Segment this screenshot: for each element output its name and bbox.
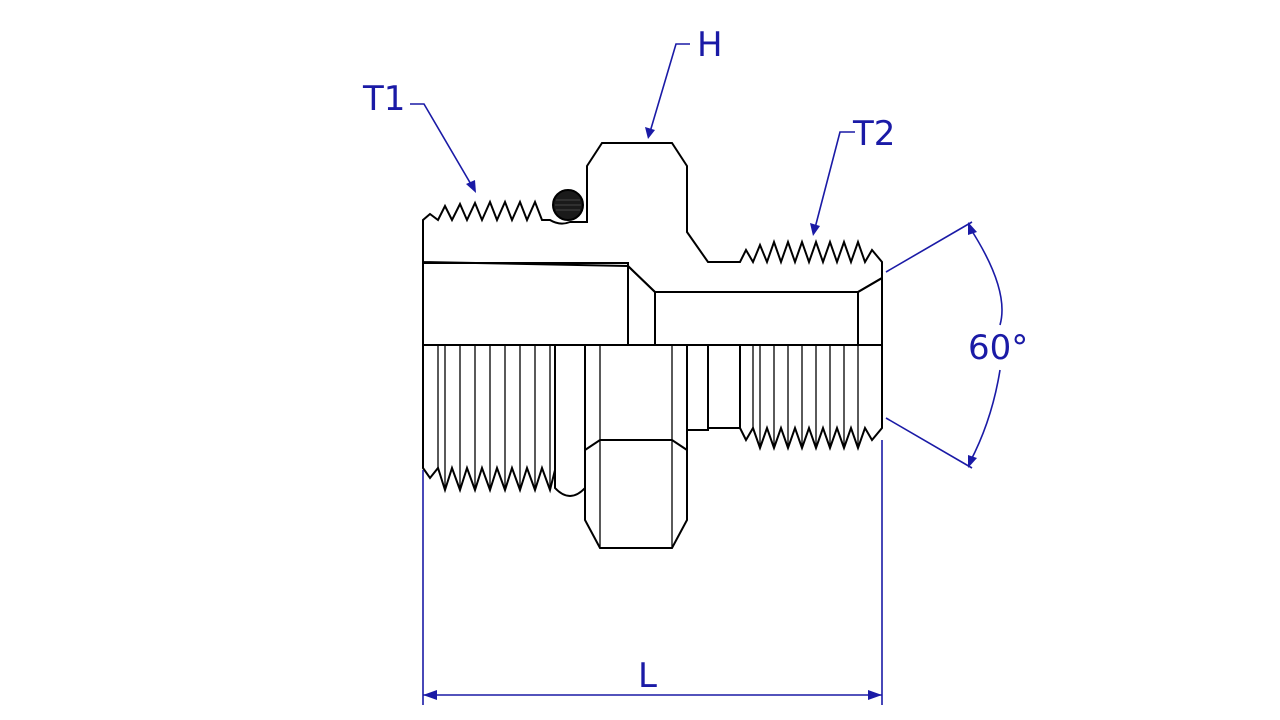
- sectioned-body: [422, 142, 883, 346]
- leader-t2: [810, 131, 855, 236]
- label-t2: T2: [852, 114, 895, 154]
- leader-t1: [410, 103, 476, 193]
- o-ring-texture: [555, 199, 581, 211]
- leader-h: [645, 43, 690, 139]
- length-dimension: [422, 440, 883, 705]
- external-view: [422, 345, 883, 549]
- label-angle: 60°: [968, 328, 1028, 368]
- label-length: L: [638, 656, 657, 696]
- angle-dimension: [885, 221, 1003, 469]
- label-h: H: [697, 25, 723, 65]
- label-t1: T1: [362, 79, 405, 119]
